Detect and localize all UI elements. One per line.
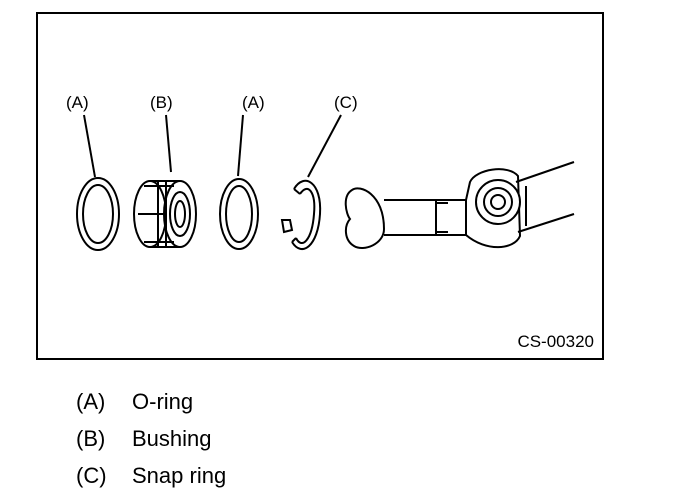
parts-diagram: (A) (B) (A) (C) CS-00320 — [36, 12, 604, 360]
callout-c: (C) — [334, 93, 358, 112]
snap-ring — [280, 179, 322, 250]
leader-line-a-left — [83, 114, 96, 178]
rod-assembly — [344, 161, 575, 249]
leader-line-a-right — [237, 114, 244, 177]
legend-key: (B) — [76, 426, 106, 451]
legend-key: (C) — [76, 463, 107, 488]
o-ring-right — [219, 178, 259, 250]
legend-key: (A) — [76, 389, 106, 414]
leader-line-c — [307, 114, 342, 178]
parts-illustration — [76, 114, 575, 251]
legend-text: Snap ring — [132, 463, 227, 488]
o-ring-left — [76, 177, 120, 251]
bushing — [133, 180, 197, 248]
callout-a-right: (A) — [242, 93, 265, 112]
leader-line-b — [165, 114, 172, 173]
callout-a-left: (A) — [66, 93, 89, 112]
figure-code: CS-00320 — [517, 332, 594, 351]
legend-text: O-ring — [132, 389, 194, 414]
callout-b: (B) — [150, 93, 173, 112]
legend-text: Bushing — [132, 426, 212, 451]
